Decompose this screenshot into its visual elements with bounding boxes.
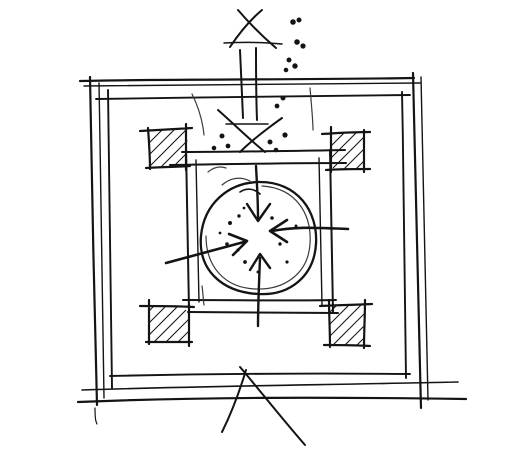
corner-pier-bottom-left [124, 286, 210, 372]
corner-pier-bottom-right [306, 286, 386, 366]
inward-arrow-bottom [250, 254, 270, 326]
vertical-up-arrow [213, 10, 305, 152]
corner-pier-top-left [124, 104, 212, 192]
bottom-v-lines [222, 367, 305, 445]
inward-arrow-top [240, 166, 270, 221]
corner-pier-top-right [309, 109, 386, 186]
